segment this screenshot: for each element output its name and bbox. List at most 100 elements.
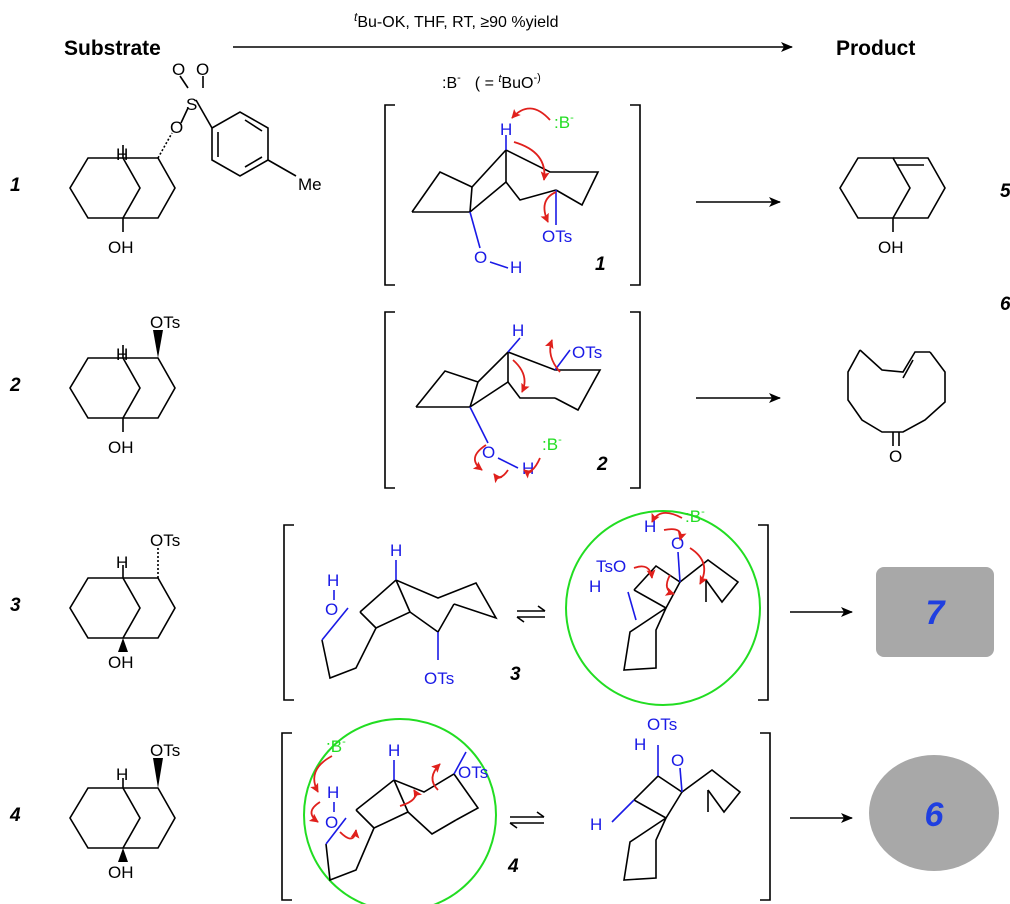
substrate-2-structure bbox=[69, 330, 176, 432]
ts2-o: O bbox=[482, 443, 495, 462]
ts4-bracket-left bbox=[281, 732, 292, 901]
ts2-ots: OTs bbox=[572, 343, 602, 362]
ts4-ots-bond bbox=[453, 751, 467, 775]
reaction-conditions: tBu-OK, THF, RT, ≥90 %yield bbox=[354, 10, 559, 31]
result-circle-row4 bbox=[869, 755, 999, 871]
equilibrium-arrow-4 bbox=[509, 811, 545, 829]
ts1-arrow-ch bbox=[513, 141, 550, 181]
ts4-h: H bbox=[388, 741, 400, 760]
substrate-3-oh: OH bbox=[108, 653, 134, 672]
ts4-arrow-o bbox=[339, 829, 360, 840]
product-6-structure bbox=[847, 349, 946, 446]
ts1-ots: OTs bbox=[542, 227, 572, 246]
product-5-structure bbox=[839, 157, 946, 232]
ts4-bracket-right bbox=[760, 732, 771, 901]
row-label-1: 1 bbox=[10, 175, 21, 196]
ts3b-arrow-ots bbox=[633, 565, 656, 579]
ts4-o: O bbox=[325, 813, 338, 832]
ts4-arrow-base bbox=[310, 755, 333, 793]
substrate-4-ots: OTs bbox=[150, 741, 180, 760]
ts3-h: H bbox=[390, 541, 402, 560]
ts1-bracket-right bbox=[630, 104, 641, 286]
ts4-label: 4 bbox=[507, 856, 519, 877]
ts3-ots: OTs bbox=[424, 669, 454, 688]
base-definition: :B-( = tBuO-) bbox=[442, 72, 541, 92]
ts3b-arrow-oh bbox=[663, 528, 687, 541]
ts4-arrow-ots bbox=[431, 763, 441, 791]
row-label-3: 3 bbox=[10, 595, 21, 616]
substrate-header: Substrate bbox=[64, 37, 161, 60]
ts3-label: 3 bbox=[510, 664, 521, 685]
ts4b-o: O bbox=[671, 751, 684, 770]
ts3-bracket-right bbox=[758, 524, 769, 701]
substrate-3-structure bbox=[69, 548, 176, 652]
substrate-1-o: O bbox=[170, 118, 183, 137]
row-label-2: 2 bbox=[9, 375, 21, 396]
ts4b-o-bond bbox=[679, 767, 683, 793]
ts3-oh-h: H bbox=[327, 571, 339, 590]
ts3b-arrow-base bbox=[651, 512, 683, 523]
ts2-arrow-oh bbox=[472, 444, 487, 471]
ts3-o-bond bbox=[321, 607, 349, 641]
substrate-2-ots: OTs bbox=[150, 313, 180, 332]
product-header: Product bbox=[836, 37, 915, 60]
ts2-arrow-oh2 bbox=[493, 469, 509, 484]
ts3b-base: :B- bbox=[685, 506, 705, 526]
ts4b-h-bond bbox=[611, 799, 635, 823]
ts3-chair-b bbox=[623, 558, 740, 671]
substrate-1-me: Me bbox=[298, 175, 322, 194]
result-row3: 7 bbox=[926, 594, 947, 632]
ts3-chair-a bbox=[321, 579, 498, 680]
ts1-oh-bond bbox=[469, 211, 481, 249]
product-5-oh: OH bbox=[878, 238, 904, 257]
substrate-4-h: H bbox=[116, 765, 128, 784]
ts1-arrow-ots bbox=[540, 191, 557, 223]
ts4b-h: H bbox=[590, 815, 602, 834]
ts3b-h: H bbox=[589, 577, 601, 596]
ts4-base: :B- bbox=[326, 736, 346, 756]
substrate-1-s: S bbox=[186, 95, 197, 114]
ts3b-oh-h: H bbox=[644, 517, 656, 536]
row-label-4: 4 bbox=[9, 805, 21, 826]
ts1-chair bbox=[411, 149, 600, 213]
ts1-base: :B- bbox=[554, 112, 574, 132]
product-label-5: 5 bbox=[1000, 181, 1010, 202]
ts4-ots: OTs bbox=[458, 763, 488, 782]
ts2-bracket-right bbox=[630, 311, 641, 489]
substrate-2-h: H bbox=[116, 345, 128, 364]
ts2-bracket-left bbox=[384, 311, 395, 489]
substrate-3-h: H bbox=[116, 553, 128, 572]
ts1-oh-h: H bbox=[510, 258, 522, 277]
ts4-o-bond bbox=[325, 817, 347, 845]
ts3b-h-bond bbox=[627, 591, 637, 621]
ts2-h: H bbox=[512, 321, 524, 340]
substrate-2-oh: OH bbox=[108, 438, 134, 457]
ts2-oh-bond bbox=[469, 406, 489, 444]
substrate-4-structure bbox=[69, 758, 176, 862]
ts3b-arrow-o bbox=[689, 547, 708, 585]
substrate-3-ots: OTs bbox=[150, 531, 180, 550]
ts2-label: 2 bbox=[596, 454, 608, 475]
ts3b-arrow-cc bbox=[664, 574, 675, 596]
ts3-o: O bbox=[325, 600, 338, 619]
ts2-arrow-cc bbox=[512, 359, 530, 393]
ts1-o: O bbox=[474, 248, 487, 267]
ts4-oh-h: H bbox=[327, 783, 339, 802]
ts4b-oh-h: H bbox=[634, 735, 646, 754]
ts4-highlight-circle bbox=[303, 718, 497, 904]
result-row4: 6 bbox=[925, 796, 945, 834]
ts2-ots-bond bbox=[554, 349, 571, 371]
ts1-label: 1 bbox=[595, 254, 606, 275]
substrate-1-o-b: O bbox=[196, 60, 209, 79]
ts1-arrow-base bbox=[511, 107, 551, 121]
ts1-oh-line bbox=[489, 261, 509, 269]
substrate-1-structure bbox=[69, 75, 297, 232]
ts4-arrow-cc bbox=[399, 789, 423, 807]
ts3b-o: O bbox=[671, 534, 684, 553]
ts2-arrow-ots bbox=[544, 339, 561, 373]
ts4b-ots: OTs bbox=[647, 715, 677, 734]
ts2-base: :B- bbox=[542, 434, 562, 454]
substrate-4-oh: OH bbox=[108, 863, 134, 882]
substrate-1-oh: OH bbox=[108, 238, 134, 257]
product-label-6: 6 bbox=[1000, 294, 1010, 315]
